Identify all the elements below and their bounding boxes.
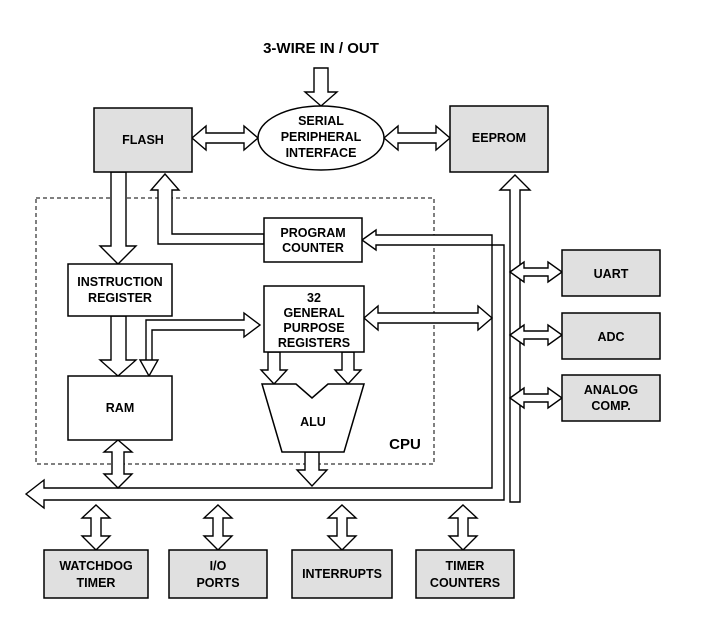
io-label-2: PORTS [196,576,239,590]
reg-to-alu-left [259,351,289,386]
ram-registers-arrow [138,311,262,378]
pc-to-flash-arrow [149,172,265,245]
watchdog-label-1: WATCHDOG [59,559,132,573]
io-down-arrow [303,67,339,107]
eeprom-block: EEPROM [449,105,549,173]
gpr-label-4: REGISTERS [278,336,350,350]
alu-to-bus-arrow [295,451,329,488]
ir-to-ram-arrow [98,315,138,377]
flash-label: FLASH [122,133,164,147]
adc-label: ADC [597,330,624,344]
comp-label-1: ANALOG [584,383,638,397]
cpu-boundary [35,197,435,465]
adc-block: ADC [561,312,661,360]
gpr-label-2: GENERAL [283,306,344,320]
flash-block: FLASH [93,107,193,173]
timer-counters-block: TIMER COUNTERS [415,549,515,599]
eeprom-label: EEPROM [472,131,526,145]
ram-label: RAM [106,401,134,415]
pc-label-1: PROGRAM [280,226,345,240]
spi-block: SERIAL PERIPHERAL INTERFACE [257,105,385,171]
io-bus-arrow [202,504,234,551]
alu-label: ALU [300,415,326,429]
io-label-1: I/O [210,559,227,573]
alu-block: ALU [260,383,366,453]
watchdog-label-2: TIMER [77,576,116,590]
spi-eeprom-arrow [382,124,452,152]
pc-label-2: COUNTER [282,241,344,255]
cpu-label: CPU [389,436,421,453]
comp-label-2: COMP. [591,399,630,413]
reg-to-alu-right [333,351,363,386]
io-title: 3-WIRE IN / OUT [263,40,379,57]
registers-bus-arrow [362,304,494,332]
flash-to-ir-arrow [98,171,138,265]
gpr-label-1: 32 [307,291,321,305]
interrupts-label: INTERRUPTS [302,567,382,581]
gpr-label-3: PURPOSE [283,321,344,335]
timer-label-2: COUNTERS [430,576,500,590]
interrupts-block: INTERRUPTS [291,549,393,599]
spi-label-1: SERIAL [298,114,344,128]
program-counter-block: PROGRAM COUNTER [263,217,363,263]
instruction-register-block: INSTRUCTION REGISTER [67,263,173,317]
spi-label-2: PERIPHERAL [281,130,362,144]
general-registers-block: 32 GENERAL PURPOSE REGISTERS [263,285,365,353]
ram-block: RAM [67,375,173,441]
spi-label-3: INTERFACE [286,146,357,160]
ir-label-2: REGISTER [88,291,152,305]
watchdog-block: WATCHDOG TIMER [43,549,149,599]
ram-bus-arrow [102,439,134,489]
flash-spi-arrow [190,124,260,152]
timer-label-1: TIMER [446,559,485,573]
ir-label-1: INSTRUCTION [77,275,162,289]
io-ports-block: I/O PORTS [168,549,268,599]
watchdog-bus-arrow [80,504,112,551]
interrupts-bus-arrow [326,504,358,551]
data-bus [24,244,505,510]
bus-to-pc-arrow [360,228,493,252]
timer-bus-arrow [447,504,479,551]
analog-comp-block: ANALOG COMP. [561,374,661,422]
uart-block: UART [561,249,661,297]
uart-label: UART [594,267,629,281]
